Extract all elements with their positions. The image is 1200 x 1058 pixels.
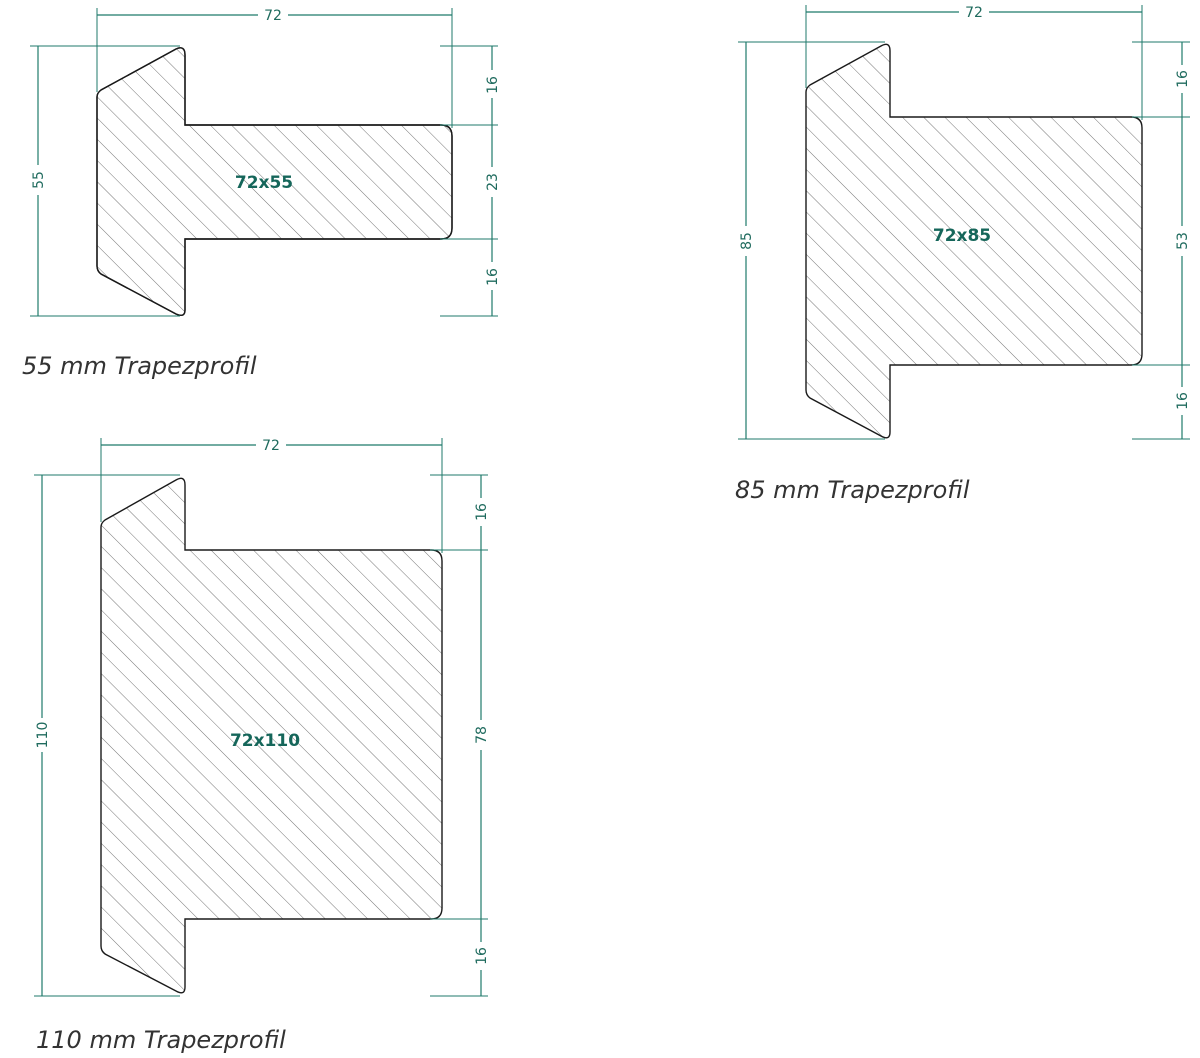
profile-110-dim-top: 16 <box>474 503 490 521</box>
profile-110-dim-bottom: 16 <box>474 947 490 965</box>
profile-55: 72 55 16 23 16 72x55 <box>30 8 501 317</box>
profile-55-dim-middle: 23 <box>485 173 501 191</box>
profile-110-height-label: 110 <box>35 722 51 749</box>
profile-85-dim-bottom: 16 <box>1175 392 1191 410</box>
profile-85-shape <box>805 43 1143 439</box>
profile-110-dim-middle: 78 <box>474 726 490 744</box>
profile-85-dim-top: 16 <box>1175 70 1191 88</box>
profile-110-label: 72x110 <box>230 731 300 751</box>
profile-85-width-label: 72 <box>965 5 983 21</box>
profile-85-hatch <box>806 44 1142 438</box>
profile-55-dim-top: 16 <box>485 76 501 94</box>
profile-110-width-label: 72 <box>262 438 280 454</box>
caption-55: 55 mm Trapezprofil <box>22 352 257 380</box>
profile-85: 72 85 16 53 16 72x85 <box>738 5 1191 440</box>
profile-55-dim-bottom: 16 <box>485 268 501 286</box>
profile-55-label: 72x55 <box>235 173 293 193</box>
caption-85: 85 mm Trapezprofil <box>735 476 970 504</box>
caption-110: 110 mm Trapezprofil <box>36 1026 286 1054</box>
profile-55-height-label: 55 <box>31 171 47 189</box>
profile-85-dim-middle: 53 <box>1175 232 1191 250</box>
profile-85-height-label: 85 <box>739 232 755 250</box>
profile-55-width-label: 72 <box>264 8 282 24</box>
profile-110: 72 110 16 78 16 72x110 <box>34 438 490 997</box>
profile-55-hatch <box>97 47 452 316</box>
profile-85-label: 72x85 <box>933 226 991 246</box>
profile-110-hatch <box>101 478 442 993</box>
profile-110-shape <box>100 477 443 994</box>
